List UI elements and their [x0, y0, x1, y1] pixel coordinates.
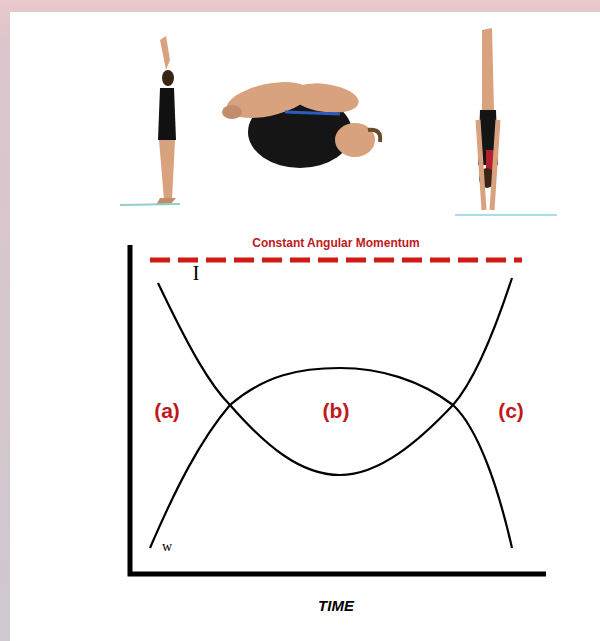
- phase-label: (c): [498, 400, 524, 421]
- diver-entry: [455, 28, 557, 215]
- diver-tucked: [222, 76, 380, 168]
- graph: [130, 245, 546, 574]
- curve-label: I: [193, 263, 200, 284]
- chart-title: Constant Angular Momentum: [252, 237, 420, 249]
- curve-label: w: [162, 540, 172, 554]
- axis-title: TIME: [318, 598, 354, 613]
- phase-label: (a): [154, 400, 180, 421]
- diver-standing: [120, 36, 180, 205]
- phase-label: (b): [323, 400, 350, 421]
